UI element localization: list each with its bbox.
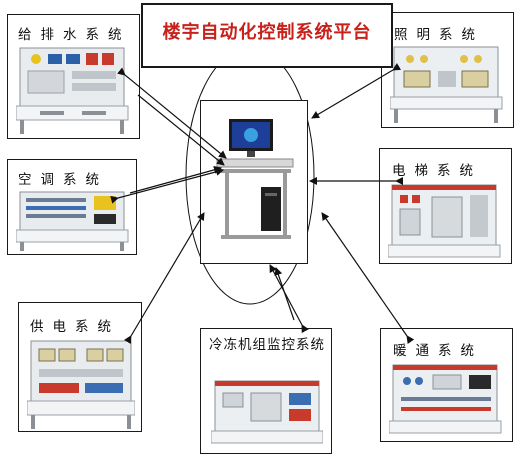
power-supply-panel: 供电系统 bbox=[18, 302, 142, 432]
power-supply-label: 供电系统 bbox=[30, 319, 120, 335]
aircon-label: 空调系统 bbox=[18, 172, 108, 188]
title-banner: 楼宇自动化控制系统平台 bbox=[141, 3, 393, 68]
hvac-console-image bbox=[389, 364, 502, 434]
lighting-panel: 照明系统 bbox=[381, 12, 514, 128]
water-console-image bbox=[16, 47, 129, 134]
lighting-label: 照明系统 bbox=[394, 27, 484, 43]
elevator-label: 电梯系统 bbox=[392, 163, 482, 179]
hvac-panel: 暖通系统 bbox=[380, 328, 513, 442]
hvac-label: 暖通系统 bbox=[393, 343, 483, 359]
power-console-image bbox=[27, 340, 135, 429]
refrigeration-console-image bbox=[211, 380, 323, 444]
lighting-console-image bbox=[390, 46, 503, 123]
refrigeration-panel: 冷冻机组监控系统 bbox=[200, 328, 332, 454]
water-supply-panel: 给排水系统 bbox=[7, 14, 140, 139]
aircon-panel: 空调系统 bbox=[7, 159, 137, 255]
computer-workstation-panel bbox=[200, 100, 308, 264]
aircon-console-image bbox=[16, 191, 129, 251]
platform-title: 楼宇自动化控制系统平台 bbox=[162, 22, 372, 43]
refrigeration-label: 冷冻机组监控系统 bbox=[209, 337, 325, 353]
computer-workstation-image bbox=[216, 119, 294, 239]
water-supply-label: 给排水系统 bbox=[18, 27, 131, 43]
elevator-console-image bbox=[388, 184, 501, 258]
elevator-panel: 电梯系统 bbox=[379, 148, 512, 264]
